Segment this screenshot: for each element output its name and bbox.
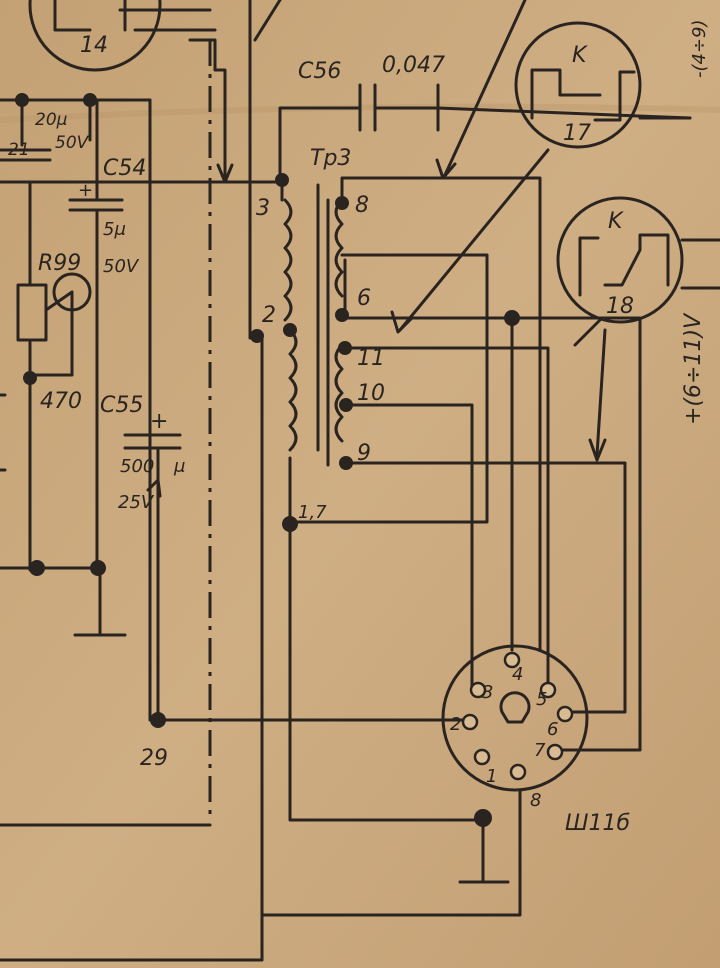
secondary-wiring xyxy=(288,176,642,752)
tube-14: 14 xyxy=(28,0,217,72)
c56-value: 0,047 xyxy=(382,53,445,78)
label-20u: 20μ xyxy=(35,110,68,130)
socket-pin-1: 1 xyxy=(486,766,497,787)
capacitor-c56: C56 0,047 xyxy=(278,53,692,184)
c54-plus: + xyxy=(78,180,93,201)
c54-name: C54 xyxy=(103,156,146,181)
r99-value: 470 xyxy=(40,389,82,414)
socket-pin-3: 3 xyxy=(482,682,493,703)
primary-pin-2: 2 xyxy=(262,303,276,328)
voltage-label-right: +(6÷11)V xyxy=(681,312,706,425)
c55-unit: μ xyxy=(173,456,185,477)
voltage-label-top: -(4÷9) xyxy=(689,19,710,78)
lamp-17-number: 17 xyxy=(563,121,591,146)
lamp-18: K 18 xyxy=(556,196,720,462)
c55-plus: + xyxy=(150,409,168,434)
socket-pin-7: 7 xyxy=(534,740,546,761)
lamp-18-number: 18 xyxy=(606,294,634,319)
c54-voltage: 50V xyxy=(103,256,140,277)
tube-14-label: 14 xyxy=(80,33,108,58)
socket-pin-5: 5 xyxy=(536,689,547,710)
resistor-r99: R99 470 xyxy=(16,180,92,572)
socket-name: Ш11б xyxy=(565,811,630,836)
arrow-down xyxy=(216,163,234,184)
r99-name: R99 xyxy=(38,251,81,276)
socket-pin-6: 6 xyxy=(547,719,558,740)
transformer-name: Tp3 xyxy=(310,146,351,171)
lamp-17: K 17 xyxy=(390,0,692,334)
label-50v-top: 50V xyxy=(55,133,90,153)
lamp-17-letter: K xyxy=(572,43,588,68)
socket-pin-8: 8 xyxy=(530,790,541,811)
secondary-pin-11: 11 xyxy=(357,346,385,371)
socket-sh11b: 1 2 3 4 5 6 7 8 Ш11б xyxy=(260,644,630,917)
c55-voltage: 25V xyxy=(118,492,155,513)
wire-tube14-down xyxy=(188,38,227,184)
secondary-pin-8: 8 xyxy=(355,193,369,218)
secondary-pin-6: 6 xyxy=(357,286,371,311)
lamp-18-letter: K xyxy=(608,209,624,234)
primary-pin-1-7: 1,7 xyxy=(298,502,327,523)
capacitor-c54: + C54 5μ 50V xyxy=(68,98,146,572)
secondary-pin-10: 10 xyxy=(357,381,385,406)
node-29-label: 29 xyxy=(140,746,168,771)
secondary-pin-9: 9 xyxy=(357,441,371,466)
capacitor-c55: C55 + 500 μ 25V xyxy=(100,98,185,722)
c55-name: C55 xyxy=(100,393,143,418)
label-21: 21 xyxy=(8,140,30,160)
c54-value: 5μ xyxy=(103,219,126,240)
wire-bottom-left xyxy=(0,566,127,637)
c55-value: 500 xyxy=(120,456,154,477)
socket-pin-2: 2 xyxy=(450,714,461,735)
primary-pin-3: 3 xyxy=(256,196,270,221)
c56-name: C56 xyxy=(298,59,341,84)
transformer-tp3: Tp3 3 2 1,7 8 6 11 10 9 xyxy=(250,146,485,822)
socket-pin-4: 4 xyxy=(512,664,523,685)
